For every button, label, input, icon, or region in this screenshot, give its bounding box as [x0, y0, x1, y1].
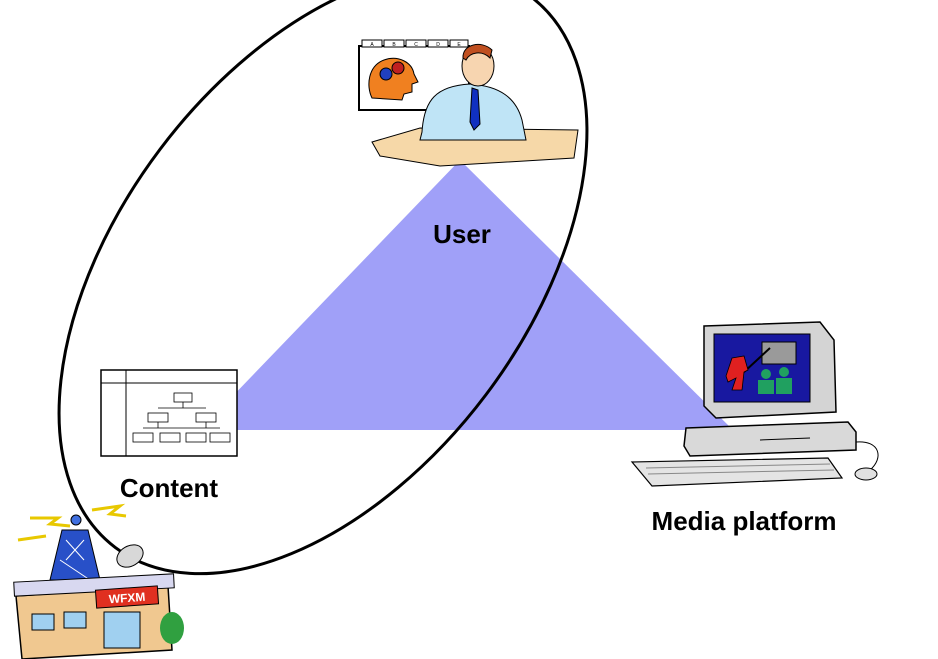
antenna-tower [49, 529, 101, 581]
lightning-bolt-icon [30, 516, 71, 528]
radio-station-building-icon: WFXM [13, 503, 184, 659]
lightning-bolt-icon [91, 503, 127, 518]
mouse-icon [854, 467, 878, 481]
gear-icon [379, 67, 393, 81]
audience-head [761, 369, 771, 379]
antenna-tip [70, 514, 82, 526]
card-tab-label: B [392, 42, 396, 48]
audience-body [758, 380, 774, 394]
content-label: Content [120, 473, 219, 503]
card-tabs: A B C D E [361, 39, 469, 48]
desktop-computer-icon [630, 321, 879, 487]
window [63, 611, 87, 629]
head-silhouette-icon [368, 57, 419, 101]
presentation-board [761, 341, 797, 365]
audience-head [779, 367, 789, 377]
shrub [160, 612, 184, 644]
card-tab-label: D [436, 42, 440, 48]
satellite-dish-icon [116, 544, 144, 568]
man-hair [462, 43, 493, 61]
card-tab-label: C [414, 42, 418, 48]
media-platform-label: Media platform [652, 506, 837, 536]
door [103, 611, 141, 649]
relationship-triangle [200, 160, 733, 430]
window [31, 613, 55, 631]
station-sign [94, 585, 160, 609]
user-label: User [433, 219, 491, 249]
presenter-figure [725, 355, 749, 391]
necktie [469, 87, 481, 131]
card-tab-label: A [370, 42, 374, 48]
gear-icon [391, 61, 405, 75]
businessman-at-desk-icon: A B C D E [358, 39, 579, 167]
roof-strip [13, 573, 175, 597]
card-tab-label: E [457, 42, 461, 48]
user-content-ellipse [57, 0, 589, 576]
lightning-bolt-icon [17, 534, 47, 542]
mouse-cable [855, 441, 879, 471]
computer-base [683, 421, 857, 457]
station-sign-label: WFXM [108, 590, 146, 607]
org-chart-document-icon [100, 369, 238, 457]
audience-body [776, 378, 792, 394]
